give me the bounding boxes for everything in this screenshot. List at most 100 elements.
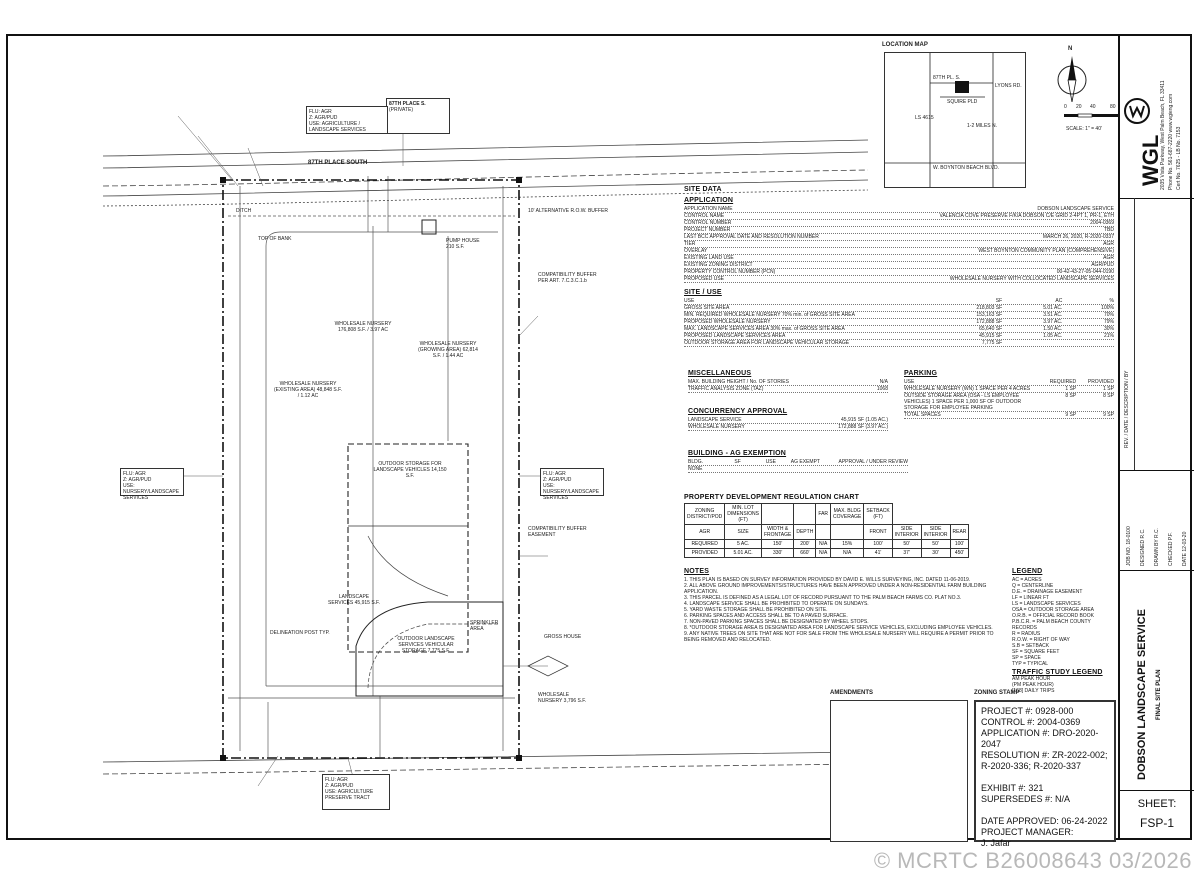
application-cell: LAST BCC APPROVAL DATE AND RESOLUTION NU… bbox=[684, 234, 819, 240]
street-box-line1: 87TH PLACE S. bbox=[389, 101, 426, 107]
application-cell: PROPOSED USE bbox=[684, 276, 725, 282]
site-use-cell: SF bbox=[995, 298, 1003, 304]
plan-name: FINAL SITE PLAN bbox=[1156, 669, 1162, 720]
site-use-cell: 70% bbox=[1103, 312, 1114, 318]
pdrc-cell: N/A bbox=[815, 539, 832, 549]
parking-cell: 1 SP bbox=[1065, 386, 1077, 392]
site-use-cell bbox=[1062, 340, 1114, 346]
south-flu-line3: USE: AGRICULTURE PRESERVE TRACT bbox=[325, 789, 374, 801]
area-outdoor-storage: OUTDOOR STORAGE FOR LANDSCAPE VEHICLES 1… bbox=[373, 461, 447, 479]
pdrc-cell: REQUIRED bbox=[683, 539, 726, 549]
pdrc-cell: AGR bbox=[683, 524, 726, 540]
location-map: LOCATION MAP 87TH PL. S. SQUIRE PLD LYON… bbox=[882, 42, 1042, 192]
traffic-legend-item: (PM PEAK HOUR) bbox=[1012, 682, 1054, 688]
building-cell bbox=[741, 466, 776, 472]
pdrc-cell bbox=[793, 503, 817, 525]
ditch-label: DITCH bbox=[236, 208, 252, 214]
west-flu-line3: USE: NURSERY/LANDSCAPE SERVICES bbox=[123, 483, 180, 501]
site-use-cell: MIN. REQUIRED WHOLESALE NURSERY 70% min.… bbox=[684, 312, 855, 318]
note-item: 6. PARKING SPACES AND ACCESS SHALL BE TO… bbox=[684, 613, 848, 619]
note-item: 7. NON-PAVED PARKING SPACES SHALL BE DES… bbox=[684, 619, 869, 625]
legend-item: R.O.W. = RIGHT OF WAY bbox=[1012, 637, 1070, 643]
legend-item: O.R.B. = OFFICIAL RECORD BOOK bbox=[1012, 613, 1094, 619]
zoning-stamp-line: J. Jafar bbox=[981, 838, 1011, 848]
application-cell: APPLICATION NAME bbox=[684, 206, 733, 212]
compat-buffer-easement-label: COMPATIBILITY BUFFER EASEMENT bbox=[528, 526, 587, 538]
company-address-1: 2035 Vista Parkway, West Palm Beach, FL … bbox=[1160, 80, 1166, 190]
zoning-stamp-line: APPLICATION #: DRO-2020-2047 bbox=[981, 728, 1099, 749]
pdrc-cell: DEPTH bbox=[793, 524, 817, 540]
parking-heading: PARKING bbox=[904, 370, 938, 377]
watermark: © MCRTC B26008643 03/2026 bbox=[873, 848, 1192, 873]
drawing-sheet: 87TH PLACE S. (PRIVATE) FLU: AGR Z: AGR/… bbox=[6, 34, 1194, 848]
amendments-box bbox=[830, 700, 968, 842]
site-use-cell: 21% bbox=[1103, 333, 1114, 339]
west-flu-line1: FLU: AGR bbox=[123, 471, 146, 477]
application-cell: EXISTING LAND USE bbox=[684, 255, 734, 261]
application-row: PROPERTY CONTROL NUMBER (PCN)00-42-43-27… bbox=[684, 269, 1114, 276]
location-map-roads bbox=[885, 53, 1025, 187]
gross-house-label: GROSS HOUSE bbox=[544, 634, 582, 640]
site-use-cell: 3.51 AC. bbox=[1043, 312, 1063, 318]
application-cell: EXISTING ZONING DISTRICT bbox=[684, 262, 753, 268]
site-use-cell: GROSS SITE AREA bbox=[684, 305, 730, 311]
zoning-stamp-title: ZONING STAMP bbox=[974, 690, 1020, 696]
parking-cell: TOTAL SPACES bbox=[904, 412, 941, 418]
notes-section: NOTES 1. THIS PLAN IS BASED ON SURVEY IN… bbox=[684, 568, 1004, 643]
misc-cell: MAX. BUILDING HEIGHT / No. OF STORIES bbox=[688, 379, 789, 385]
application-cell: TIER bbox=[684, 241, 696, 247]
small-nursery-label: WHOLESALE NURSERY 3,796 S.F. bbox=[538, 692, 587, 704]
company-address-3: Cert No. 7625 - LB No. 7153 bbox=[1176, 126, 1182, 190]
pump-house-label: PUMP HOUSE 210 S.F. bbox=[446, 238, 480, 250]
notes-heading: NOTES bbox=[684, 568, 710, 575]
zoning-stamp-line: DATE APPROVED: 06-24-2022 bbox=[981, 816, 1108, 826]
building-cell: NONE bbox=[688, 466, 703, 472]
application-cell: MARCH 26, 2020, R-2020-0337 bbox=[1042, 234, 1114, 240]
parking-cell: 1 SP bbox=[1103, 386, 1114, 392]
application-heading: APPLICATION bbox=[684, 197, 734, 204]
site-use-cell: 5.01 AC. bbox=[1043, 305, 1063, 311]
building-cell: USE bbox=[765, 459, 776, 465]
traffic-legend-item: [168] DAILY TRIPS bbox=[1012, 688, 1055, 694]
pdrc-cell: FAR bbox=[815, 503, 832, 525]
concurrency-cell: 172,888 SF (3.97 AC.) bbox=[838, 424, 888, 430]
pdrc-cell bbox=[760, 503, 795, 525]
delineation-post-label: DELINEATION POST TYP. bbox=[270, 630, 330, 636]
site-use-cell: 7,775 SF bbox=[981, 340, 1003, 346]
application-cell: PROPERTY CONTROL NUMBER (PCN) bbox=[684, 269, 776, 275]
pdrc-cell: SETBACK (FT) bbox=[863, 503, 893, 525]
site-use-cell: PROPOSED WHOLESALE NURSERY bbox=[684, 319, 771, 325]
legend-heading: LEGEND bbox=[1012, 568, 1043, 575]
pdrc-cell bbox=[815, 524, 832, 540]
site-use-cell: 1.50 AC. bbox=[1043, 326, 1063, 332]
legend-item: TYP = TYPICAL bbox=[1012, 661, 1049, 667]
amendments-block: AMENDMENTS bbox=[830, 690, 968, 842]
area-vehicular-storage: OUTDOOR LANDSCAPE SERVICES VEHICULAR STO… bbox=[397, 636, 455, 654]
info-date: DATE 12-03-20 bbox=[1182, 531, 1188, 566]
application-cell: OVERLAY bbox=[684, 248, 708, 254]
legend-item: SP = SPACE bbox=[1012, 655, 1041, 661]
site-use-cell: 1.05 AC. bbox=[1043, 333, 1063, 339]
map-label-lyons: LYONS RD. bbox=[995, 83, 1022, 89]
legend-item: S.B = SETBACK bbox=[1012, 643, 1050, 649]
traffic-legend-heading: TRAFFIC STUDY LEGEND bbox=[1012, 669, 1103, 676]
pdrc-cell: FRONT bbox=[863, 524, 893, 540]
site-use-cell: 100% bbox=[1101, 305, 1114, 311]
misc-section: MISCELLANEOUS MAX. BUILDING HEIGHT / No.… bbox=[688, 370, 888, 393]
concurrency-cell: LANDSCAPE SERVICE bbox=[688, 417, 742, 423]
location-map-frame: 87TH PL. S. SQUIRE PLD LYONS RD. 1-2 MIL… bbox=[884, 52, 1026, 188]
north-letter: N bbox=[1068, 46, 1073, 52]
parking-cell: PROVIDED bbox=[1087, 379, 1114, 385]
map-label-87th: 87TH PL. S. bbox=[933, 75, 961, 81]
